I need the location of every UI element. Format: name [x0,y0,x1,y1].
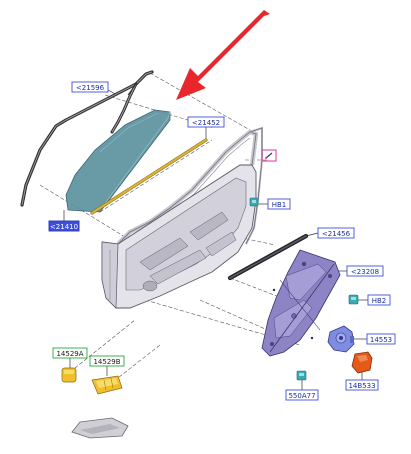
window-switch-a [61,367,77,383]
label-14529a[interactable]: 14529A [52,347,88,359]
label-21410-text: <21410 [50,223,78,231]
outer-belt-molding [227,233,309,281]
red-arrow-icon [176,10,270,100]
window-run-channel [20,70,154,207]
window-switch-b [91,375,123,395]
label-21456[interactable]: <21456 [317,227,355,239]
label-23208[interactable]: <23208 [346,265,384,277]
label-21596[interactable]: <21596 [71,81,109,93]
label-14529b[interactable]: 14529B [89,355,125,367]
connector-hb2-icon [348,294,359,305]
label-hb2[interactable]: HB2 [367,294,391,306]
label-hb2-text: HB2 [372,297,387,305]
label-21452[interactable]: <21452 [187,116,225,128]
label-14553[interactable]: 14553 [366,333,396,345]
label-14b533-text: 14B533 [348,382,375,390]
label-14b533[interactable]: 14B533 [345,379,379,391]
label-21596-text: <21596 [76,84,105,92]
leader-line [149,72,251,131]
label-21456-text: <21456 [322,230,351,238]
leader-line [69,319,136,373]
label-550a77-text: 550A77 [288,392,315,400]
belt-weatherstrip [90,138,208,215]
label-550a77[interactable]: 550A77 [285,389,319,401]
label-hb1-text: HB1 [272,201,287,209]
armrest-bezel [71,417,129,439]
label-21452-text: <21452 [192,119,220,127]
window-regulator [261,249,341,357]
door-shell [101,126,263,309]
label-hb1[interactable]: HB1 [267,198,291,210]
magenta-clip-connector [261,149,277,162]
label-14529a-text: 14529A [56,350,83,358]
label-21410[interactable]: <21410 [48,220,80,232]
leader-line [39,184,131,241]
connector-550a77-icon [296,370,307,381]
control-module [351,351,373,374]
door-glass [65,109,171,213]
leader-line [99,139,213,213]
label-14553-text: 14553 [370,336,392,344]
leader-line [199,299,291,341]
label-14529b-text: 14529B [93,358,120,366]
connector-hb1-icon [249,197,259,207]
regulator-motor [327,325,355,353]
label-23208-text: <23208 [351,268,379,276]
